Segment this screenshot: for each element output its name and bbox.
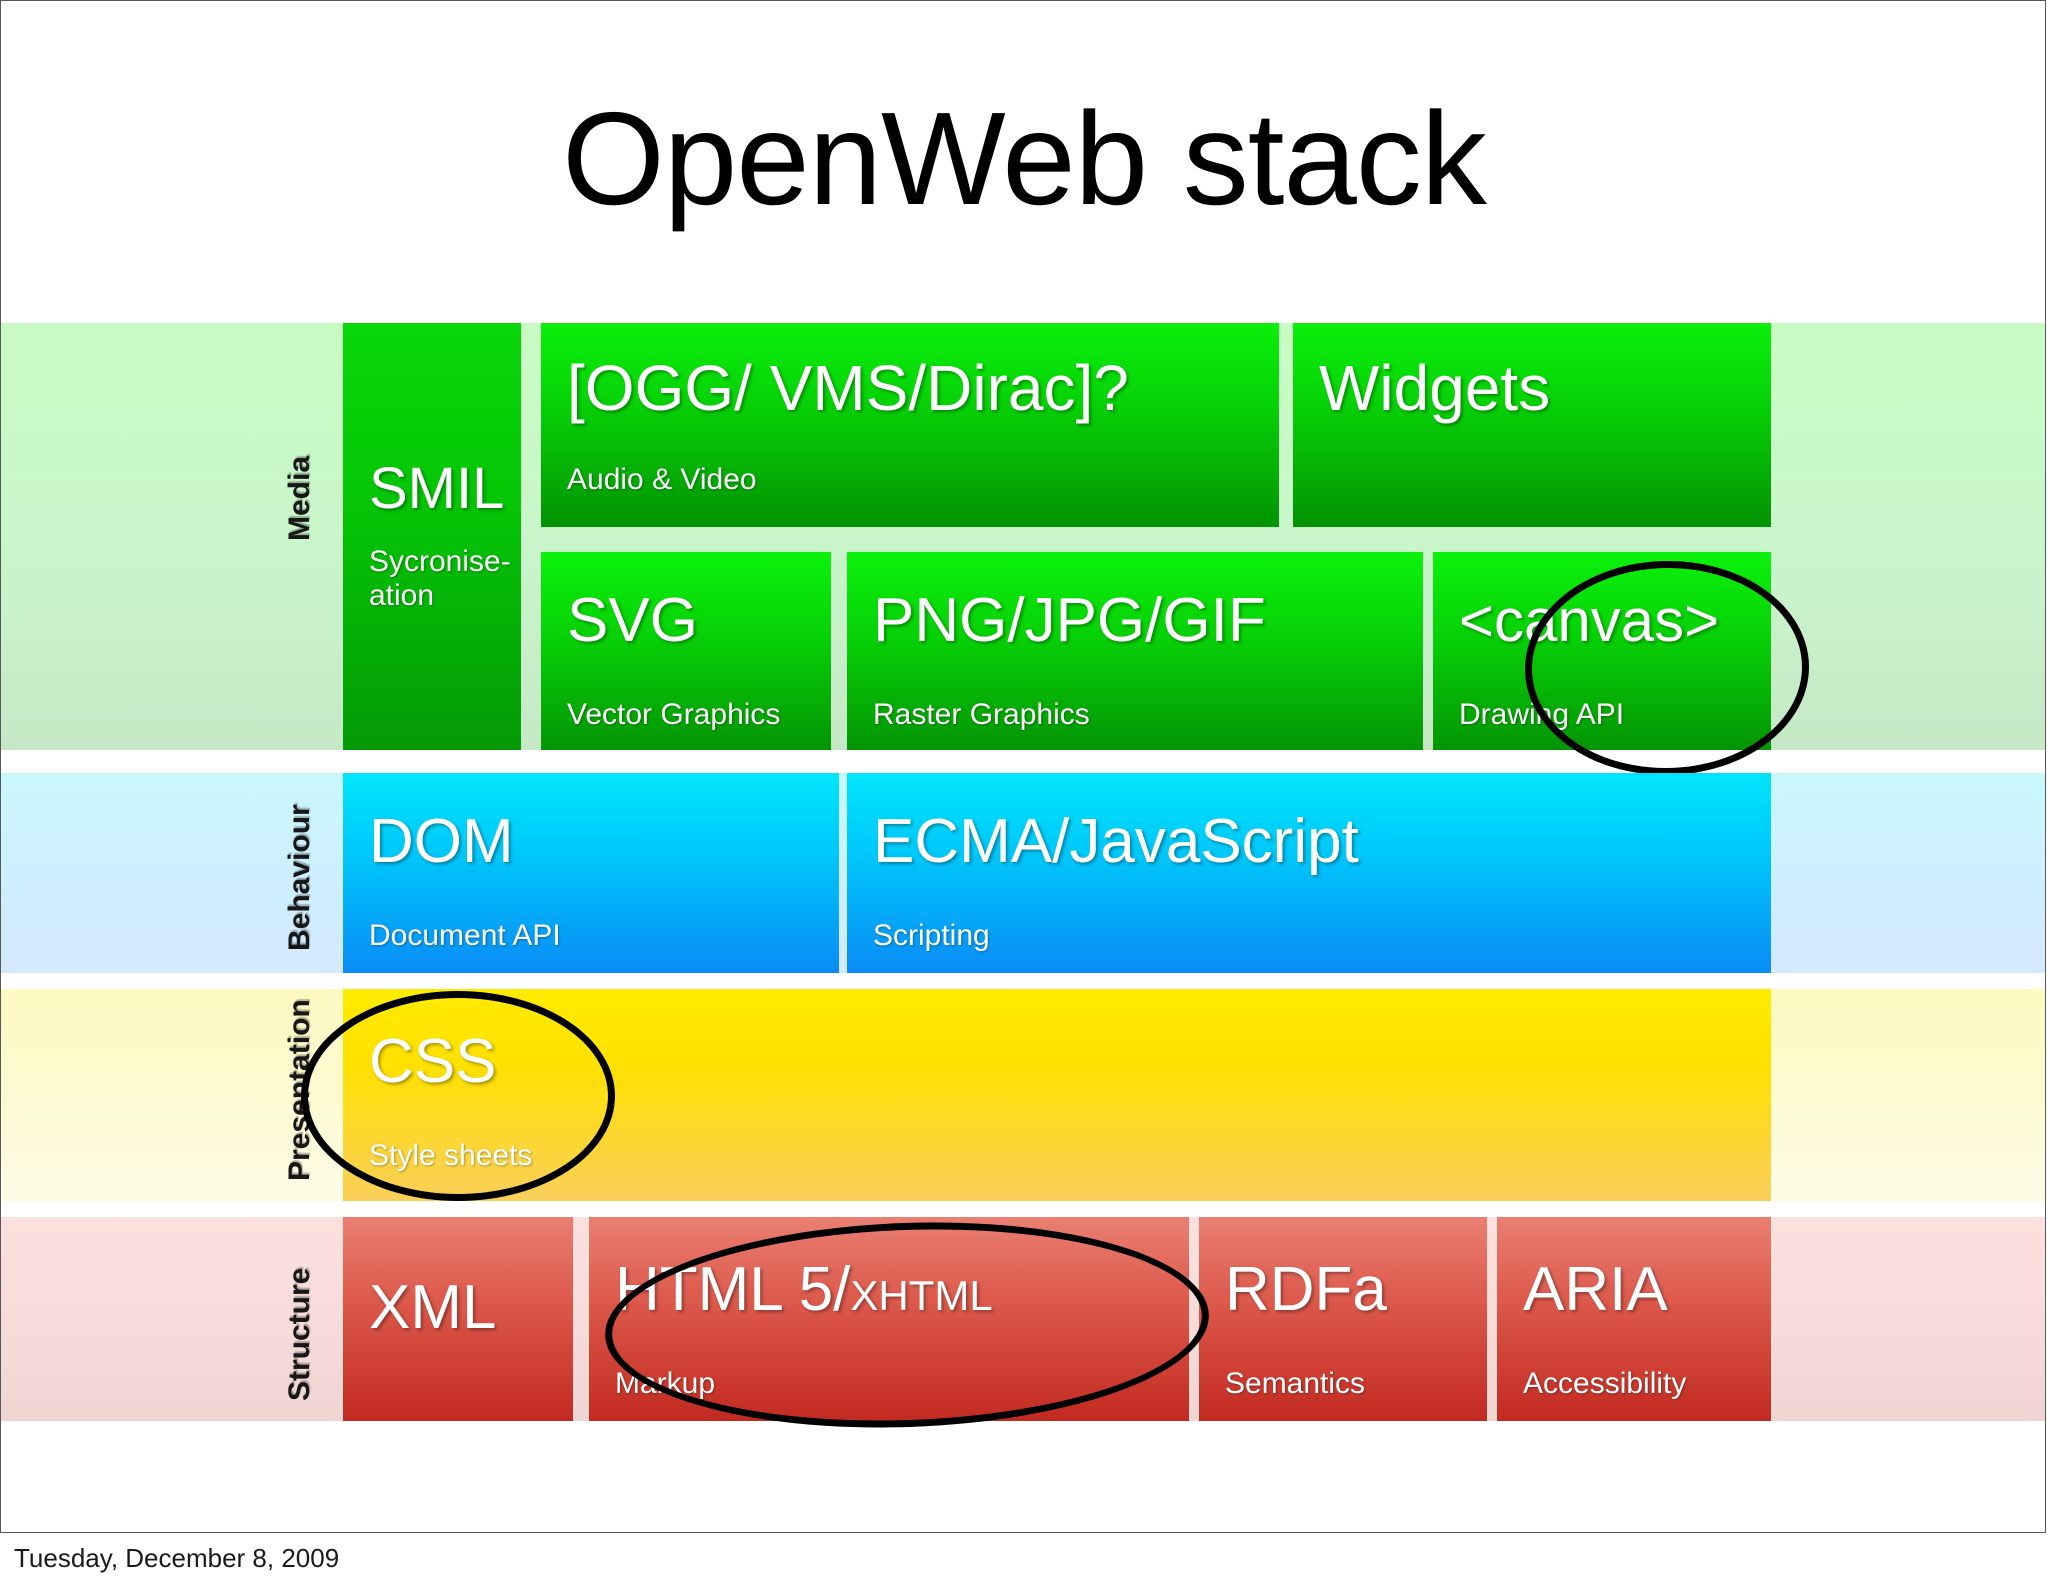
smil-title: SMIL xyxy=(369,456,505,521)
row-label-media: Media xyxy=(283,455,316,541)
rdfa-title: RDFa xyxy=(1225,1255,1387,1324)
rdfa-tile[interactable]: RDFa Semantics xyxy=(1199,1217,1487,1421)
canvas-title: <canvas> xyxy=(1459,587,1720,654)
raster-title: PNG/JPG/GIF xyxy=(873,586,1266,655)
canvas-tile[interactable]: <canvas> Drawing API xyxy=(1433,552,1771,750)
css-tile[interactable]: CSS Style sheets xyxy=(343,989,1771,1201)
ecma-title: ECMA/JavaScript xyxy=(873,807,1359,876)
row-label-structure: Structure xyxy=(283,1267,316,1401)
aria-subtitle: Accessibility xyxy=(1523,1367,1687,1400)
html5-title-wrap: HTML 5/XHTML xyxy=(615,1259,993,1327)
dom-title: DOM xyxy=(369,807,514,876)
xml-tile[interactable]: XML xyxy=(343,1217,573,1421)
smil-tile[interactable]: SMIL Sycronise- ation xyxy=(343,323,521,750)
smil-subtitle: Sycronise- ation xyxy=(369,545,511,612)
ecma-javascript-tile[interactable]: ECMA/JavaScript Scripting xyxy=(847,773,1771,973)
aria-title: ARIA xyxy=(1523,1255,1668,1324)
svg-subtitle: Vector Graphics xyxy=(567,698,781,731)
row-label-presentation: Presentation xyxy=(283,999,316,1181)
widgets-title: Widgets xyxy=(1319,352,1551,424)
widgets-tile[interactable]: Widgets xyxy=(1293,323,1771,527)
css-title: CSS xyxy=(369,1027,497,1096)
canvas-subtitle: Drawing API xyxy=(1459,698,1625,731)
svg-tile[interactable]: SVG Vector Graphics xyxy=(541,552,831,750)
aria-tile[interactable]: ARIA Accessibility xyxy=(1497,1217,1771,1421)
raster-subtitle: Raster Graphics xyxy=(873,698,1090,731)
html5-title: HTML 5/ xyxy=(615,1255,851,1324)
dom-subtitle: Document API xyxy=(369,919,561,952)
css-subtitle: Style sheets xyxy=(369,1139,533,1172)
rdfa-subtitle: Semantics xyxy=(1225,1367,1366,1400)
raster-graphics-tile[interactable]: PNG/JPG/GIF Raster Graphics xyxy=(847,552,1423,750)
dom-tile[interactable]: DOM Document API xyxy=(343,773,839,973)
footer-date: Tuesday, December 8, 2009 xyxy=(14,1543,340,1573)
svg-title: SVG xyxy=(567,586,698,655)
ogg-title: [OGG/ VMS/Dirac]? xyxy=(567,352,1129,424)
page-title: OpenWeb stack xyxy=(562,85,1487,232)
ecma-subtitle: Scripting xyxy=(873,919,990,952)
html5-subtitle: Markup xyxy=(615,1367,716,1400)
row-label-behaviour: Behaviour xyxy=(283,804,316,951)
ogg-subtitle: Audio & Video xyxy=(567,463,757,496)
xml-title: XML xyxy=(369,1273,497,1342)
html5-tile[interactable]: HTML 5/XHTML Markup xyxy=(589,1217,1189,1421)
ogg-vms-dirac-tile[interactable]: [OGG/ VMS/Dirac]? Audio & Video xyxy=(541,323,1279,527)
slide-canvas: OpenWeb stack Media SMIL Sycronise- atio… xyxy=(0,0,2046,1533)
xhtml-title: XHTML xyxy=(850,1272,993,1319)
